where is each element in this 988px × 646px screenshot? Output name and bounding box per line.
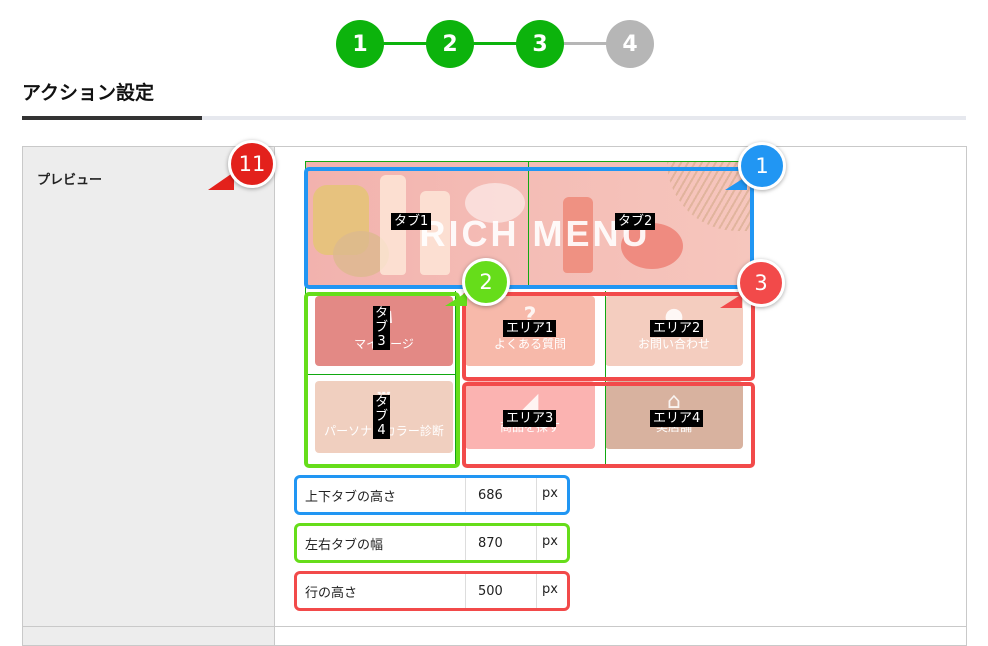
badge-3-pointer bbox=[720, 294, 742, 308]
tab-2-tag: タブ2 bbox=[615, 213, 656, 230]
annotation-badge-3: 3 bbox=[737, 259, 785, 307]
step-4[interactable]: 4 bbox=[606, 20, 654, 68]
tab-height-input[interactable] bbox=[465, 478, 537, 512]
highlight-top-tabs bbox=[304, 167, 754, 289]
banner-title: RICH MENU bbox=[419, 213, 651, 254]
badge-11-pointer bbox=[208, 172, 234, 190]
store-icon: ⌂ bbox=[667, 389, 681, 414]
menu-cell-label: よくある質問 bbox=[493, 337, 566, 351]
megaphone-icon: ◢ bbox=[521, 389, 539, 414]
row-height-label: 行の高さ bbox=[305, 586, 358, 601]
area-1-tag: エリア1 bbox=[503, 320, 557, 337]
cream-dish bbox=[465, 183, 525, 223]
tab-width-input[interactable] bbox=[465, 526, 537, 560]
menu-cell-label: お問い合わせ bbox=[637, 337, 710, 351]
tab-width-label: 左右タブの幅 bbox=[305, 538, 384, 553]
step-connector-3 bbox=[554, 42, 614, 45]
grid-line-tab-split bbox=[455, 291, 456, 464]
grid-line-banner-split bbox=[528, 161, 529, 288]
tab-width-field: 左右タブの幅 px bbox=[294, 523, 570, 563]
sponge-shadow bbox=[333, 231, 389, 277]
area-3-tag: エリア3 bbox=[503, 410, 557, 427]
annotation-badge-2: 2 bbox=[462, 258, 510, 306]
tab-height-label: 上下タブの高さ bbox=[305, 490, 397, 505]
tab-height-field: 上下タブの高さ px bbox=[294, 475, 570, 515]
row-height-unit: px bbox=[542, 582, 558, 597]
tab-1-tag: タブ1 bbox=[391, 213, 432, 230]
row-height-field: 行の高さ px bbox=[294, 571, 570, 611]
tab-3-tag: タ ブ 3 bbox=[373, 306, 390, 350]
cosmetic-bottle-2 bbox=[420, 191, 450, 275]
annotation-badge-1: 1 bbox=[738, 142, 786, 190]
cosmetic-bottle-3 bbox=[563, 197, 593, 273]
highlight-area-row-1 bbox=[462, 292, 755, 381]
highlight-area-row-2 bbox=[462, 382, 755, 468]
title-underline-active bbox=[22, 116, 202, 120]
title-underline bbox=[22, 116, 966, 120]
tab-4-tag: タ ブ 4 bbox=[373, 395, 390, 439]
tab-height-unit: px bbox=[542, 486, 558, 501]
annotation-badge-11: 11 bbox=[228, 140, 276, 188]
step-connector-2 bbox=[464, 42, 524, 45]
cosmetic-jar bbox=[621, 223, 683, 269]
progress-stepper: 1 2 3 4 bbox=[334, 20, 656, 72]
row-height-input[interactable] bbox=[465, 574, 537, 608]
highlight-side-tabs bbox=[304, 292, 460, 468]
step-1[interactable]: 1 bbox=[336, 20, 384, 68]
badge-2-pointer bbox=[445, 292, 467, 306]
row-divider bbox=[23, 626, 966, 627]
rich-menu-preview: RICH MENU ☗ マイページ ? よくある質問 ● お問い合わせ ♖ パー… bbox=[304, 161, 755, 468]
preview-label: プレビュー bbox=[37, 173, 103, 188]
area-2-tag: エリア2 bbox=[650, 320, 704, 337]
step-2[interactable]: 2 bbox=[426, 20, 474, 68]
step-connector-1 bbox=[374, 42, 434, 45]
step-3[interactable]: 3 bbox=[516, 20, 564, 68]
section-title: アクション設定 bbox=[22, 82, 155, 104]
label-column: プレビュー bbox=[23, 147, 275, 645]
tab-width-unit: px bbox=[542, 534, 558, 549]
area-4-tag: エリア4 bbox=[650, 410, 704, 427]
grid-line-row-split bbox=[305, 374, 455, 375]
